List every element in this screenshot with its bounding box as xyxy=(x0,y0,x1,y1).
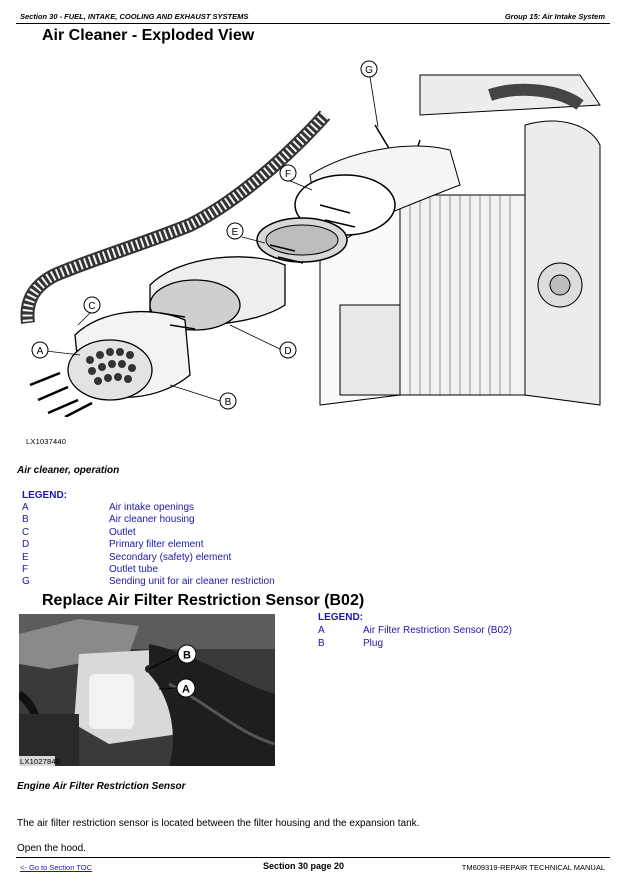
figure-caption-2: Engine Air Filter Restriction Sensor xyxy=(17,781,186,792)
svg-text:C: C xyxy=(88,301,95,312)
figure-id-1: LX1037440 xyxy=(26,437,67,446)
callout-a: A xyxy=(31,341,49,359)
header-divider xyxy=(16,23,610,24)
callout-d: D xyxy=(279,341,297,359)
callout-g: G xyxy=(360,60,378,78)
body-paragraph: The air filter restriction sensor is loc… xyxy=(17,818,420,829)
group-header: Group 15: Air Intake System xyxy=(504,12,605,21)
page-number: Section 30 page 20 xyxy=(263,861,345,871)
svg-text:A: A xyxy=(37,346,44,357)
body-paragraph: Open the hood. xyxy=(17,843,86,854)
sensor-location-photo: B A xyxy=(19,614,275,766)
legend-title-2: LEGEND: xyxy=(318,612,363,623)
callout-c: C xyxy=(83,296,101,314)
callout-b: B xyxy=(219,392,237,410)
section-toc-link[interactable]: <- Go to Section TOC xyxy=(20,863,93,872)
photo-callout-a: A xyxy=(176,678,196,698)
svg-text:G: G xyxy=(365,65,373,76)
callout-e: E xyxy=(226,222,244,240)
footer-divider xyxy=(16,857,610,858)
svg-text:A: A xyxy=(182,684,190,696)
figure-caption-1: Air cleaner, operation xyxy=(17,465,120,476)
section-header: Section 30 - FUEL, INTAKE, COOLING AND E… xyxy=(20,12,249,21)
svg-text:B: B xyxy=(225,397,232,408)
page-title: Air Cleaner - Exploded View xyxy=(42,27,255,44)
svg-text:F: F xyxy=(285,169,291,180)
svg-text:B: B xyxy=(183,650,191,662)
air-cleaner-exploded-diagram: G F E C A D B xyxy=(20,60,601,417)
svg-text:D: D xyxy=(284,346,291,357)
callout-f: F xyxy=(279,164,297,182)
photo-callout-b: B xyxy=(177,644,197,664)
manual-id: TM609319-REPAIR TECHNICAL MANUAL xyxy=(461,863,605,872)
svg-text:E: E xyxy=(232,227,239,238)
legend-title-1: LEGEND: xyxy=(22,490,67,501)
figure-id-2: LX1027848 xyxy=(20,757,61,766)
section-title-2: Replace Air Filter Restriction Sensor (B… xyxy=(42,592,365,609)
